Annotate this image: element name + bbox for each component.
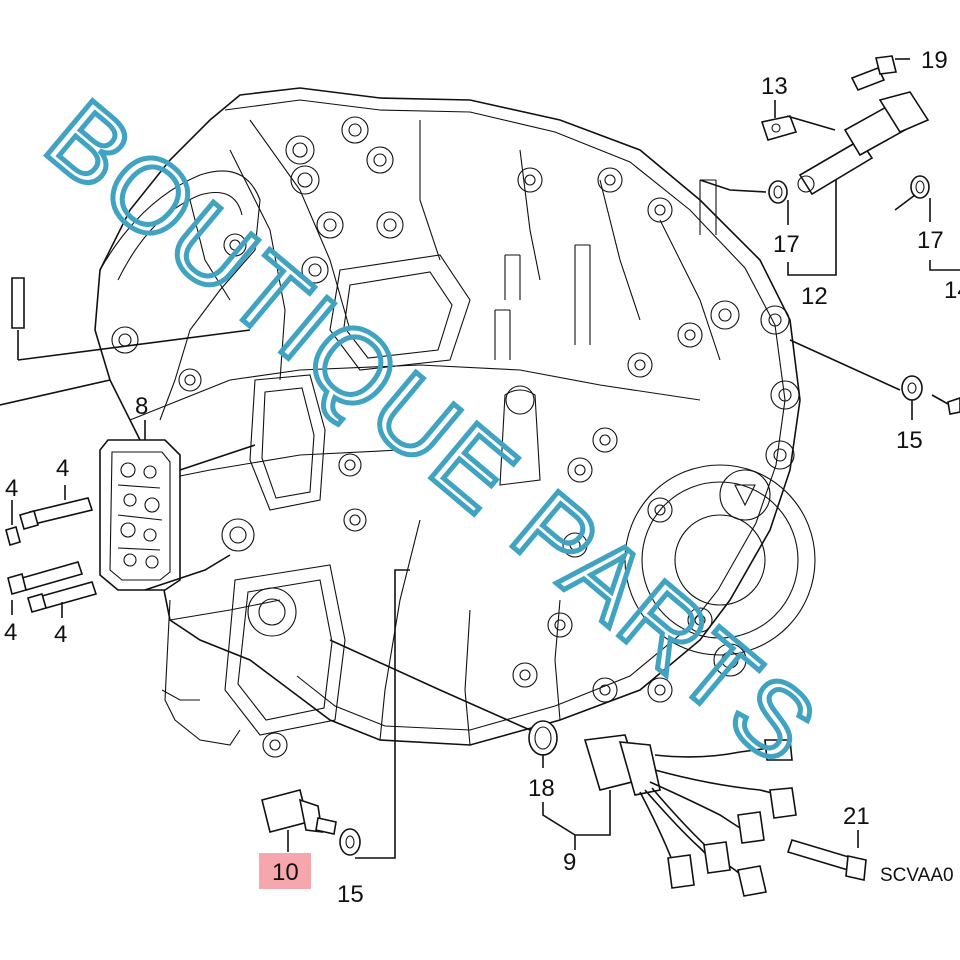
label-17-right: 17: [917, 227, 944, 254]
bolt-4b: [5, 525, 21, 547]
part-21-bolt: [786, 839, 867, 881]
label-9: 9: [563, 849, 576, 876]
label-17-left: 17: [773, 231, 800, 258]
part-18-o-ring: [528, 720, 558, 756]
transmission-housing: [94, 87, 816, 758]
label-4-upper-right: 4: [56, 455, 69, 482]
label-8: 8: [135, 393, 148, 420]
part-8-separator-plate: [99, 439, 181, 591]
label-10: 10: [272, 859, 299, 886]
label-21: 21: [843, 803, 870, 830]
part-17-o-rings: [768, 175, 930, 204]
part-9-wire-harness: [583, 734, 797, 897]
leader-lines: [0, 58, 960, 859]
diagram-code: SCVAA0: [880, 865, 954, 886]
label-13: 13: [761, 73, 788, 100]
label-4-upper-left: 4: [5, 475, 18, 502]
part-13-bracket: [760, 115, 798, 141]
bolt-4d: [27, 581, 98, 613]
label-10-highlight: [259, 853, 311, 889]
dowel-pin: [11, 277, 25, 360]
label-4-lower-left: 4: [4, 619, 17, 646]
part-12-speed-sensor: [797, 91, 930, 196]
label-15-bottom: 15: [337, 881, 364, 908]
part-number-labels: 19 13 17 17 12 14 8 4 4 4 4 15 15 18 9 2…: [4, 47, 960, 908]
part-4-bolts: [5, 497, 98, 613]
label-14: 14: [944, 277, 960, 304]
label-15-right: 15: [896, 427, 923, 454]
label-12: 12: [801, 283, 828, 310]
part-19-bolt: [850, 55, 897, 92]
bolt-4a: [19, 497, 94, 530]
label-19: 19: [921, 47, 948, 74]
part-10-pressure-switch: [261, 789, 337, 835]
label-4-lower-right: 4: [54, 621, 67, 648]
bolt-4c: [7, 561, 84, 595]
label-18: 18: [528, 775, 555, 802]
